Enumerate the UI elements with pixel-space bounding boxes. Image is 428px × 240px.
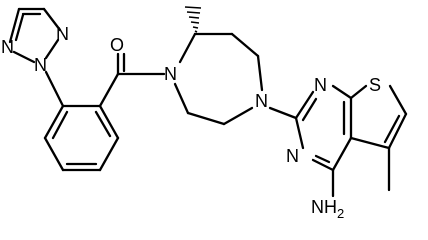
atom-triazole-n3: N xyxy=(1,37,14,57)
bond-phenyl-3-4 xyxy=(98,136,120,172)
bond-triazole-phenyl xyxy=(44,70,65,108)
bond-phenyl-2-3 xyxy=(98,104,120,140)
atom-pyrimidine-n1: N xyxy=(314,75,327,95)
atom-amine-n: N xyxy=(311,197,324,217)
bond-triazole-n1-n2 xyxy=(44,38,60,60)
bond-diazepane-n1-c2 xyxy=(178,32,197,64)
atom-triazole-n2: N xyxy=(34,55,47,75)
molecule-structure: N N N O N N N N S N H 2 xyxy=(1,6,408,221)
stereo-methyl-hash xyxy=(184,6,202,33)
atom-ring-nitrogen-aryl: N xyxy=(255,91,268,111)
bond-thiophene-s-c2 xyxy=(388,84,408,116)
bond-phenyl-5-6 xyxy=(43,136,65,172)
bond-pyrimidine-n1-c7a xyxy=(331,84,353,100)
bond-triazole-n3-c4 xyxy=(8,7,21,44)
bond-phenyl-inner-a xyxy=(94,110,112,138)
bond-thiophene-c2-c3-inner xyxy=(383,114,401,144)
bond-diazepane-c3-c4 xyxy=(230,32,260,58)
bond-layer xyxy=(8,7,408,198)
bond-pyrimidine-c4-n3 xyxy=(311,158,335,172)
atom-amine-h: H xyxy=(324,197,337,217)
bond-thiophene-c2-c3 xyxy=(387,112,408,150)
bond-diazepane-c6-c7 xyxy=(186,111,226,126)
bond-pyrimidine-c2-n1-inner xyxy=(301,97,318,122)
bond-diazepane-c7-n1 xyxy=(173,82,190,115)
bond-triazole-c5-n1 xyxy=(42,7,62,32)
bond-phenyl-6-1 xyxy=(43,104,65,140)
bond-phenyl-carbonyl xyxy=(98,72,120,108)
atom-amide-nitrogen: N xyxy=(164,64,177,84)
bond-diazepane-n5-c6 xyxy=(222,106,254,126)
bond-diazepane-c4-n5 xyxy=(256,54,264,92)
bond-thiophene-c3-c4a xyxy=(349,136,391,150)
bond-thiophene-c7a-s xyxy=(349,84,368,100)
bond-phenyl-inner-c xyxy=(51,110,69,140)
bond-triazole-n2-n3 xyxy=(12,50,36,64)
bond-pyrimidine-n3-c2 xyxy=(294,116,305,150)
atom-ketone-oxygen: O xyxy=(110,35,124,55)
atom-label-layer: N N N O N N N N S N H 2 xyxy=(1,24,381,221)
bond-pyrimidine-c2-n1 xyxy=(294,90,315,120)
atom-triazole-n1: N xyxy=(56,24,69,44)
atom-amine-h-count: 2 xyxy=(337,206,344,221)
atom-thiophene-sulfur: S xyxy=(369,75,381,95)
bond-pyrimidine-c4-n3-inner xyxy=(314,154,331,164)
bond-triazole-n3-c4-inner xyxy=(14,13,25,42)
bond-diazepane-pyrimidine xyxy=(268,106,298,120)
bond-pyrimidine-c4a-c4 xyxy=(331,136,353,172)
atom-pyrimidine-n3: N xyxy=(286,146,299,166)
